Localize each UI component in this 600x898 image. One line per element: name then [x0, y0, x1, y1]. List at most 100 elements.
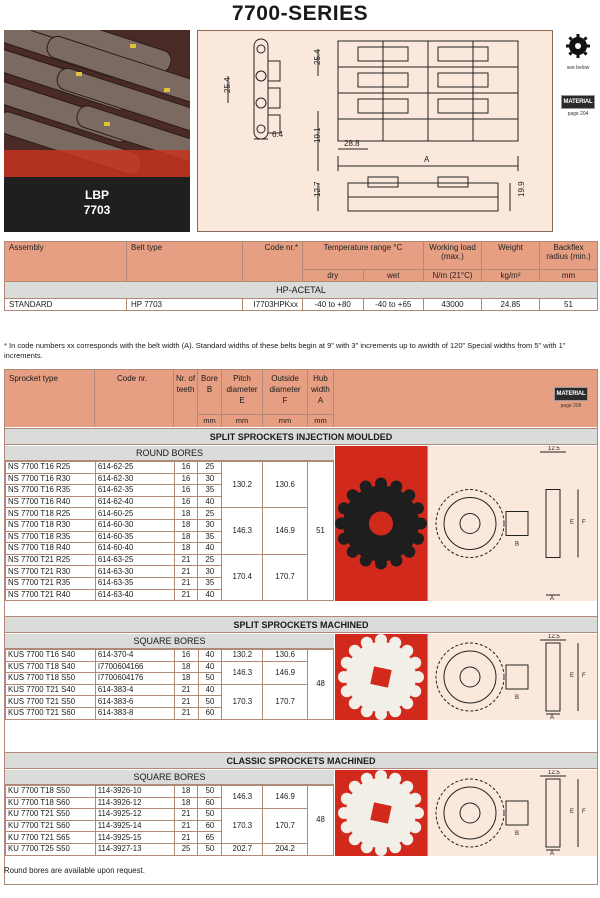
teeth: 21 [173, 588, 199, 602]
diagram-b: B [515, 542, 519, 548]
belt-photo: LBP 7703 [4, 30, 190, 232]
belt-backflex: 51 [539, 298, 598, 311]
hdr-hub-label: Hub width [311, 374, 330, 394]
hdr-hub-letter: A [317, 396, 324, 405]
sprocket-photo [335, 634, 427, 720]
sprocket-type: KUS 7700 T18 S40 [5, 660, 96, 674]
teeth: 18 [173, 672, 199, 685]
hub-width: 51 [307, 460, 334, 602]
bore: 40 [197, 588, 223, 602]
sprocket-icon [566, 34, 590, 58]
section-title: CLASSIC SPROCKETS MACHINED [5, 752, 597, 769]
hdr-temp: Temperature range °C [302, 241, 424, 270]
sprocket-diagram-svg: 12.5 B E F A [435, 446, 586, 602]
code-nr: 114-3927-13 [94, 842, 175, 856]
material-icon-2: MATERIAL [553, 387, 589, 401]
pitch-diameter: 146.3 [221, 784, 264, 810]
teeth: 21 [173, 831, 199, 844]
dim-19-1: 19.1 [313, 127, 322, 143]
teeth: 18 [173, 785, 199, 798]
diagram-f: F [582, 673, 586, 679]
diagram-b: B [515, 831, 519, 837]
outside-diameter: 130.6 [262, 649, 309, 662]
teeth: 16 [173, 649, 199, 662]
diagram-dim: 12.5 [548, 770, 560, 776]
bore: 25 [197, 553, 223, 567]
belt-weight: 24.85 [481, 298, 540, 311]
code-nr: 614-63-35 [94, 576, 175, 590]
pitch-diameter: 170.3 [221, 808, 264, 844]
hdr-code-nr-label: Code nr. [117, 374, 148, 383]
outside-diameter: 170.7 [262, 683, 309, 720]
code-nr: 614-62-25 [94, 461, 175, 474]
sprocket-type: NS 7700 T16 R35 [5, 484, 96, 497]
hdr-teeth-label: Nr. of teeth [175, 374, 196, 394]
teeth: 21 [173, 706, 199, 720]
code-nr: 614-60-40 [94, 542, 175, 555]
pitch-diameter: 130.2 [221, 460, 264, 509]
bore: 50 [197, 672, 223, 685]
sprocket-type: KU 7700 T25 S50 [5, 842, 96, 856]
sprocket-diagram-svg: 12.5 B E F A [435, 634, 586, 721]
bore: 35 [197, 576, 223, 590]
code-nr: 114-3926-12 [94, 796, 175, 810]
hdr-backflex-unit: mm [539, 269, 598, 282]
hdr-hub-unit: mm [308, 414, 333, 427]
hub-width: 48 [307, 785, 334, 856]
product-line-1: LBP [85, 188, 109, 202]
diagram-e: E [570, 520, 574, 526]
hdr-outside-letter: F [282, 396, 288, 405]
sprocket-type: NS 7700 T18 R25 [5, 507, 96, 520]
sprocket-reference[interactable]: see below [560, 34, 596, 71]
sprocket-type: KUS 7700 T16 S40 [5, 649, 96, 662]
diagram-e: E [570, 673, 574, 679]
hdr-load-unit: N/m (21°C) [423, 269, 482, 282]
teeth: 21 [173, 565, 199, 578]
teeth: 21 [173, 695, 199, 708]
material-page-caption: page 204 [567, 111, 589, 117]
code-nr: 114-3925-14 [94, 819, 175, 833]
sprocket-icon [338, 770, 424, 856]
sprocket-icon [335, 477, 427, 570]
teeth: 18 [173, 542, 199, 555]
sprocket-photo [335, 446, 427, 601]
sprocket-header: Sprocket type Code nr. Nr. of teeth Bore… [5, 370, 597, 427]
code-nr: 614-60-35 [94, 530, 175, 544]
material-reference[interactable]: MATERIAL page 204 [560, 90, 596, 117]
diagram-e: E [570, 809, 574, 815]
bore: 50 [197, 785, 223, 798]
belt-load: 43000 [423, 298, 482, 311]
outside-diameter: 146.9 [262, 660, 309, 685]
sprocket-diagram: 12.5 B E F A [427, 634, 597, 721]
dim-19-9: 19.9 [517, 181, 526, 197]
hdr-assembly: Assembly [4, 241, 127, 282]
section-title: SPLIT SPROCKETS MACHINED [5, 616, 597, 633]
material-reference-2[interactable]: MATERIAL page 205 [553, 382, 589, 409]
code-nr: 614-370-4 [94, 649, 175, 662]
hdr-bore-unit: mm [198, 414, 221, 427]
belt-assembly: STANDARD [4, 298, 127, 311]
hdr-belt-type: Belt type [126, 241, 243, 282]
pitch-diameter: 146.3 [221, 507, 264, 555]
diagram-a: A [550, 596, 554, 601]
bore: 40 [197, 542, 223, 555]
material-page-caption-2: page 205 [560, 403, 582, 409]
hdr-code-nr: Code nr. [95, 370, 174, 427]
hdr-bore-letter: B [206, 385, 213, 394]
bore: 35 [197, 484, 223, 497]
code-nr: 614-63-30 [94, 565, 175, 578]
belt-data-row: STANDARD HP 7703 I7703HPKxx -40 to +80 -… [4, 298, 598, 311]
sprocket-type: NS 7700 T21 R40 [5, 588, 96, 602]
dim-28-8: 28.8 [344, 139, 360, 148]
bore: 60 [197, 819, 223, 833]
sprocket-type: KUS 7700 T18 S50 [5, 672, 96, 685]
